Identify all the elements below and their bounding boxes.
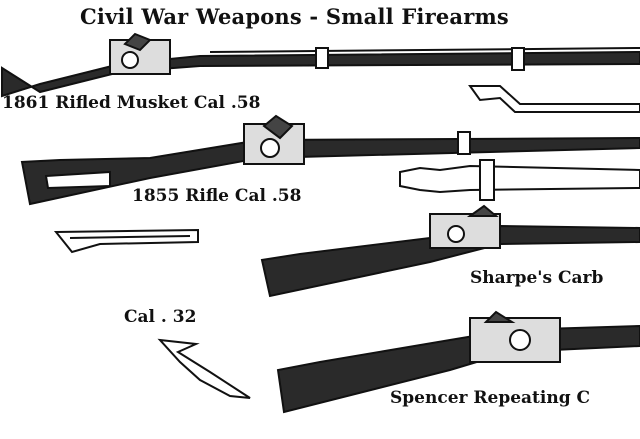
musket-1861-drawing [1,32,640,113]
rifle-1855-drawing [20,114,640,206]
cal32-fragment-drawing [157,338,251,399]
spencer-repeating-drawing [276,310,640,414]
sharpe-carbine-drawing [260,204,640,298]
barrel-fragment-drawing [53,228,199,254]
label-sharpe-carbine: Sharpe's Carb [470,268,604,288]
label-cal32: Cal . 32 [124,307,197,327]
page-title: Civil War Weapons - Small Firearms [80,4,509,29]
label-spencer-repeating: Spencer Repeating C [390,388,591,408]
label-1855-rifle: 1855 Rifle Cal .58 [132,186,302,206]
label-1861-musket: 1861 Rifled Musket Cal .58 [2,93,261,113]
